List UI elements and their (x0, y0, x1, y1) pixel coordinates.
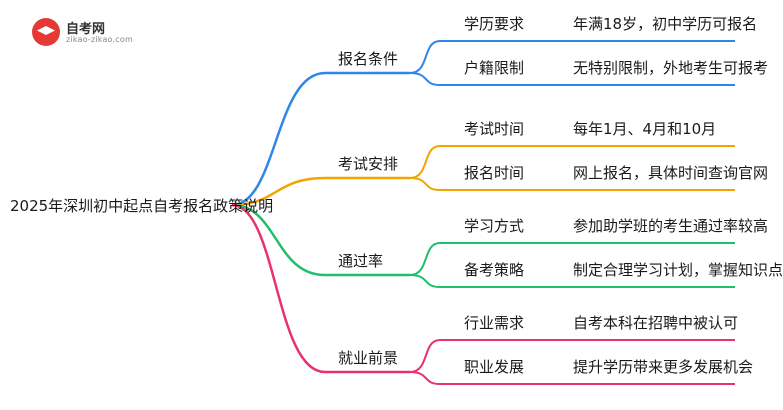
root-topic: 2025年深圳初中起点自考报名政策说明 (10, 197, 274, 215)
child-label: 户籍限制 (464, 59, 525, 77)
child-detail: 每年1月、4月和10月 (573, 120, 717, 138)
child-detail: 制定合理学习计划，掌握知识点 (573, 261, 783, 279)
child-detail: 参加助学班的考生通过率较高 (573, 217, 769, 235)
child-connector (409, 72, 441, 86)
logo-url: zikao-zikao.com (66, 35, 133, 44)
child-label: 报名时间 (464, 164, 525, 182)
branch-connector (231, 203, 326, 277)
mind-map (231, 40, 735, 385)
child-detail: 自考本科在招聘中被认可 (573, 314, 739, 332)
child-connector (409, 371, 441, 385)
child-label: 行业需求 (464, 314, 525, 332)
branch-label: 考试安排 (338, 155, 399, 173)
child-connector (409, 40, 441, 74)
branch-connector (231, 203, 326, 374)
child-detail: 无特别限制，外地考生可报考 (573, 59, 769, 77)
logo-title: 自考网 (66, 22, 106, 37)
child-label: 学历要求 (464, 15, 525, 33)
child-label: 学习方式 (464, 217, 525, 235)
graduation-cap-icon (32, 18, 60, 46)
child-label: 备考策略 (464, 261, 525, 279)
child-connector (409, 177, 441, 191)
child-detail: 提升学历带来更多发展机会 (573, 358, 754, 376)
child-detail: 年满18岁，初中学历可报名 (573, 15, 758, 33)
branch-connector (231, 71, 326, 207)
child-connector (409, 242, 441, 276)
branch-connector (231, 176, 326, 207)
child-connector (409, 145, 441, 179)
branch-label: 报名条件 (338, 50, 399, 68)
child-label: 考试时间 (464, 120, 525, 138)
child-connector (409, 339, 441, 373)
branch-label: 通过率 (338, 252, 384, 270)
branch-label: 就业前景 (338, 349, 399, 367)
site-logo: 自考网 zikao-zikao.com (32, 16, 142, 48)
child-connector (409, 274, 441, 288)
child-detail: 网上报名，具体时间查询官网 (573, 164, 769, 182)
child-label: 职业发展 (464, 358, 525, 376)
